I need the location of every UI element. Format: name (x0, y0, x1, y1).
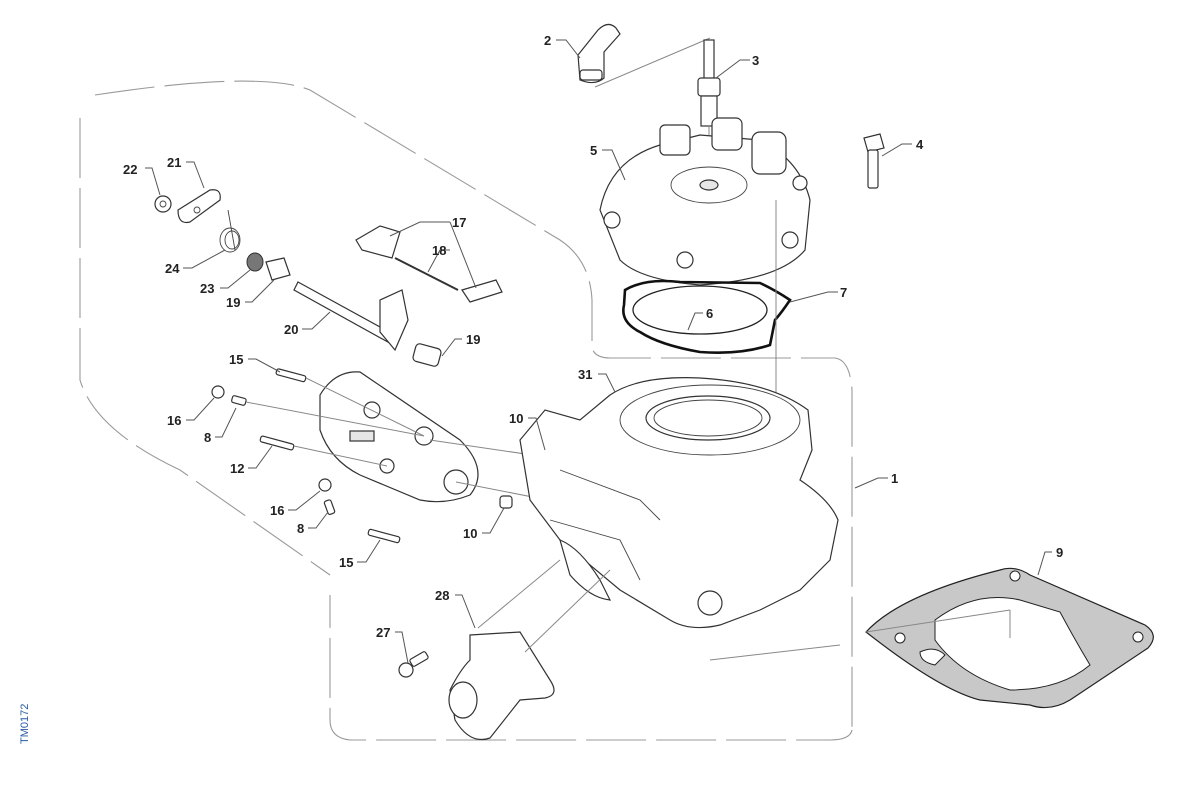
grub-screw-lower[interactable] (323, 499, 336, 515)
seal[interactable] (246, 252, 264, 272)
callout-2[interactable]: 2 (544, 33, 551, 48)
callout-19-right[interactable]: 19 (466, 332, 480, 347)
intake-flange[interactable] (448, 559, 611, 741)
screw-long[interactable] (259, 435, 295, 451)
drawing-code-text: TM0172 (19, 704, 31, 744)
valve-housing[interactable] (319, 371, 479, 503)
spring[interactable] (219, 209, 241, 253)
bushing-right[interactable] (412, 343, 442, 367)
flange-screw[interactable] (398, 651, 429, 678)
inner-o-ring[interactable] (632, 285, 768, 335)
callout-8-lower[interactable]: 8 (297, 521, 304, 536)
cylinder[interactable] (519, 377, 839, 629)
callout-22[interactable]: 22 (123, 162, 137, 177)
callout-28[interactable]: 28 (435, 588, 449, 603)
callout-27[interactable]: 27 (376, 625, 390, 640)
callout-24[interactable]: 24 (165, 261, 180, 276)
group-outline-upper (79, 80, 853, 741)
callout-4[interactable]: 4 (916, 137, 924, 152)
callout-18[interactable]: 18 (432, 243, 446, 258)
callout-15-top[interactable]: 15 (229, 352, 243, 367)
nut[interactable] (154, 195, 172, 213)
washer-lower[interactable] (318, 478, 332, 492)
callout-10-upper[interactable]: 10 (509, 411, 523, 426)
drawing-code: TM0172 (19, 704, 31, 744)
callout-17[interactable]: 17 (452, 215, 466, 230)
bushing-left[interactable] (265, 257, 291, 281)
callout-16-lower[interactable]: 16 (270, 503, 284, 518)
screw-bottom[interactable] (367, 528, 401, 544)
callout-31[interactable]: 31 (578, 367, 592, 382)
callout-23[interactable]: 23 (200, 281, 214, 296)
lever[interactable] (177, 189, 221, 224)
callout-7[interactable]: 7 (840, 285, 847, 300)
callout-16-upper[interactable]: 16 (167, 413, 181, 428)
washer-upper[interactable] (211, 385, 225, 399)
callout-20[interactable]: 20 (284, 322, 298, 337)
callout-6[interactable]: 6 (706, 306, 713, 321)
valve-shaft[interactable] (293, 281, 409, 352)
callout-12[interactable]: 12 (230, 461, 244, 476)
head-bolt[interactable] (863, 133, 885, 189)
callout-1[interactable]: 1 (891, 471, 898, 486)
spark-plug-cap[interactable] (577, 23, 621, 84)
callout-21[interactable]: 21 (167, 155, 181, 170)
pin[interactable] (394, 257, 459, 291)
spark-plug[interactable] (594, 37, 721, 185)
callout-8-upper[interactable]: 8 (204, 430, 211, 445)
screw-top[interactable] (275, 368, 307, 383)
grub-screw-upper[interactable] (231, 395, 247, 406)
outer-o-ring[interactable] (622, 279, 792, 354)
callout-19-left[interactable]: 19 (226, 295, 240, 310)
cylinder-head[interactable] (599, 117, 811, 286)
callout-5[interactable]: 5 (590, 143, 597, 158)
callout-leaders (145, 39, 1052, 664)
callout-labels: 2 3 4 5 7 6 22 21 24 23 19 17 18 20 19 1… (123, 33, 1063, 640)
callout-15-bottom[interactable]: 15 (339, 555, 353, 570)
valve-blades[interactable] (355, 225, 503, 303)
base-gasket[interactable] (865, 567, 1154, 709)
callout-9[interactable]: 9 (1056, 545, 1063, 560)
dowel-lower[interactable] (499, 495, 513, 509)
callout-3[interactable]: 3 (752, 53, 759, 68)
callout-10-lower[interactable]: 10 (463, 526, 477, 541)
